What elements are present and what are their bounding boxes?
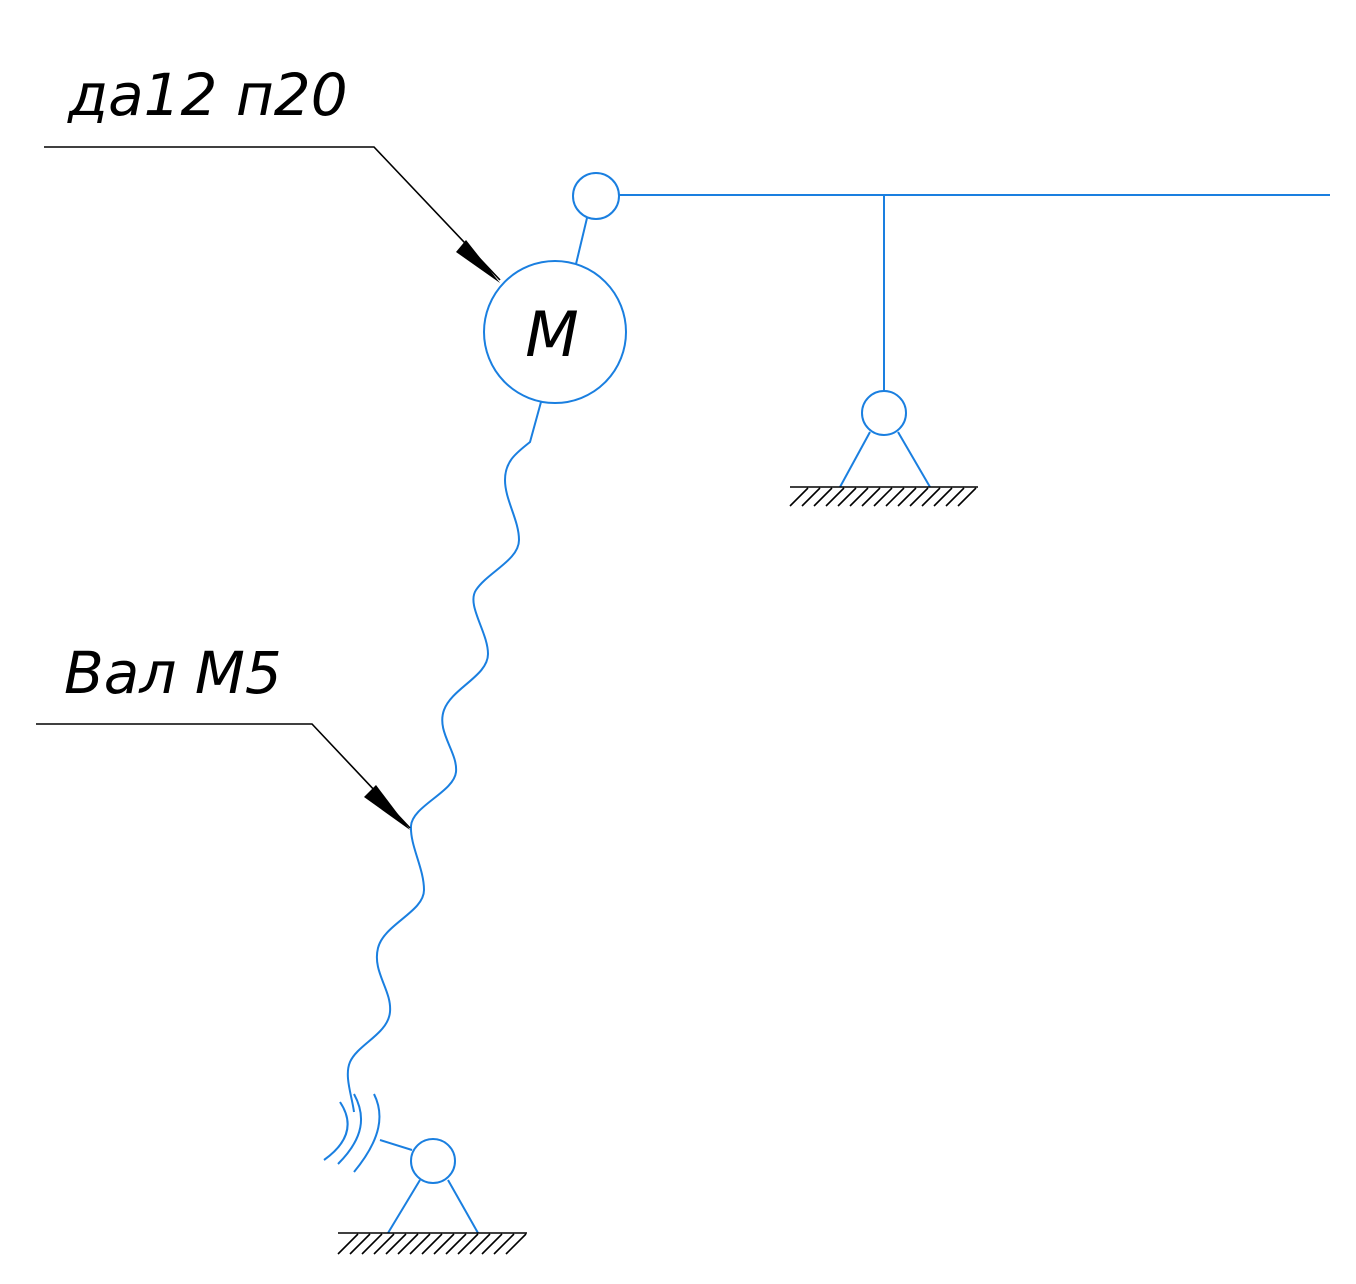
bottom-ground xyxy=(337,1232,527,1255)
hatch-line xyxy=(909,487,929,507)
motor-circle xyxy=(483,260,627,404)
bottom-support xyxy=(387,1138,479,1234)
motor-symbol: М xyxy=(525,298,579,371)
hatch-line xyxy=(849,487,869,507)
hatch-line xyxy=(373,1233,395,1255)
shaft-end-link xyxy=(379,1139,413,1151)
hatch-line xyxy=(445,1233,467,1255)
hatch-line xyxy=(337,1233,359,1255)
right-ground xyxy=(789,486,978,507)
hatch-line xyxy=(361,1233,383,1255)
hatch-line xyxy=(505,1233,527,1255)
rotation-marks xyxy=(323,1093,381,1173)
hatch-line xyxy=(897,487,917,507)
arrowhead xyxy=(456,240,500,283)
hatch-line xyxy=(349,1233,371,1255)
hatch-line xyxy=(933,487,953,507)
hatch-line xyxy=(493,1233,515,1255)
shaft-callout: Вал М5 xyxy=(36,639,411,830)
motor-callout-text: да12 п20 xyxy=(67,61,348,129)
top-hinge xyxy=(572,172,620,220)
flexible-shaft xyxy=(346,401,542,1113)
hatch-line xyxy=(481,1233,503,1255)
hatch-line xyxy=(421,1233,443,1255)
hatch-line xyxy=(837,487,857,507)
hatch-line xyxy=(957,487,977,507)
hatch-line xyxy=(873,487,893,507)
hatch-line xyxy=(397,1233,419,1255)
hatch-line xyxy=(469,1233,491,1255)
hatch-line xyxy=(813,487,833,507)
arrowhead xyxy=(364,785,410,830)
shaft-callout-text: Вал М5 xyxy=(64,639,282,707)
hatch-line xyxy=(789,487,809,507)
hatch-line xyxy=(801,487,821,507)
hatch-line xyxy=(457,1233,479,1255)
hatch-line xyxy=(885,487,905,507)
hatch-line xyxy=(385,1233,407,1255)
hatch-line xyxy=(433,1233,455,1255)
hinge-to-motor-link xyxy=(575,217,588,265)
hatch-line xyxy=(409,1233,431,1255)
hatch-line xyxy=(861,487,881,507)
hatch-line xyxy=(825,487,845,507)
hatch-line xyxy=(921,487,941,507)
motor-callout: да12 п20 xyxy=(44,61,501,283)
right-support xyxy=(839,390,931,488)
hatch-line xyxy=(945,487,965,507)
